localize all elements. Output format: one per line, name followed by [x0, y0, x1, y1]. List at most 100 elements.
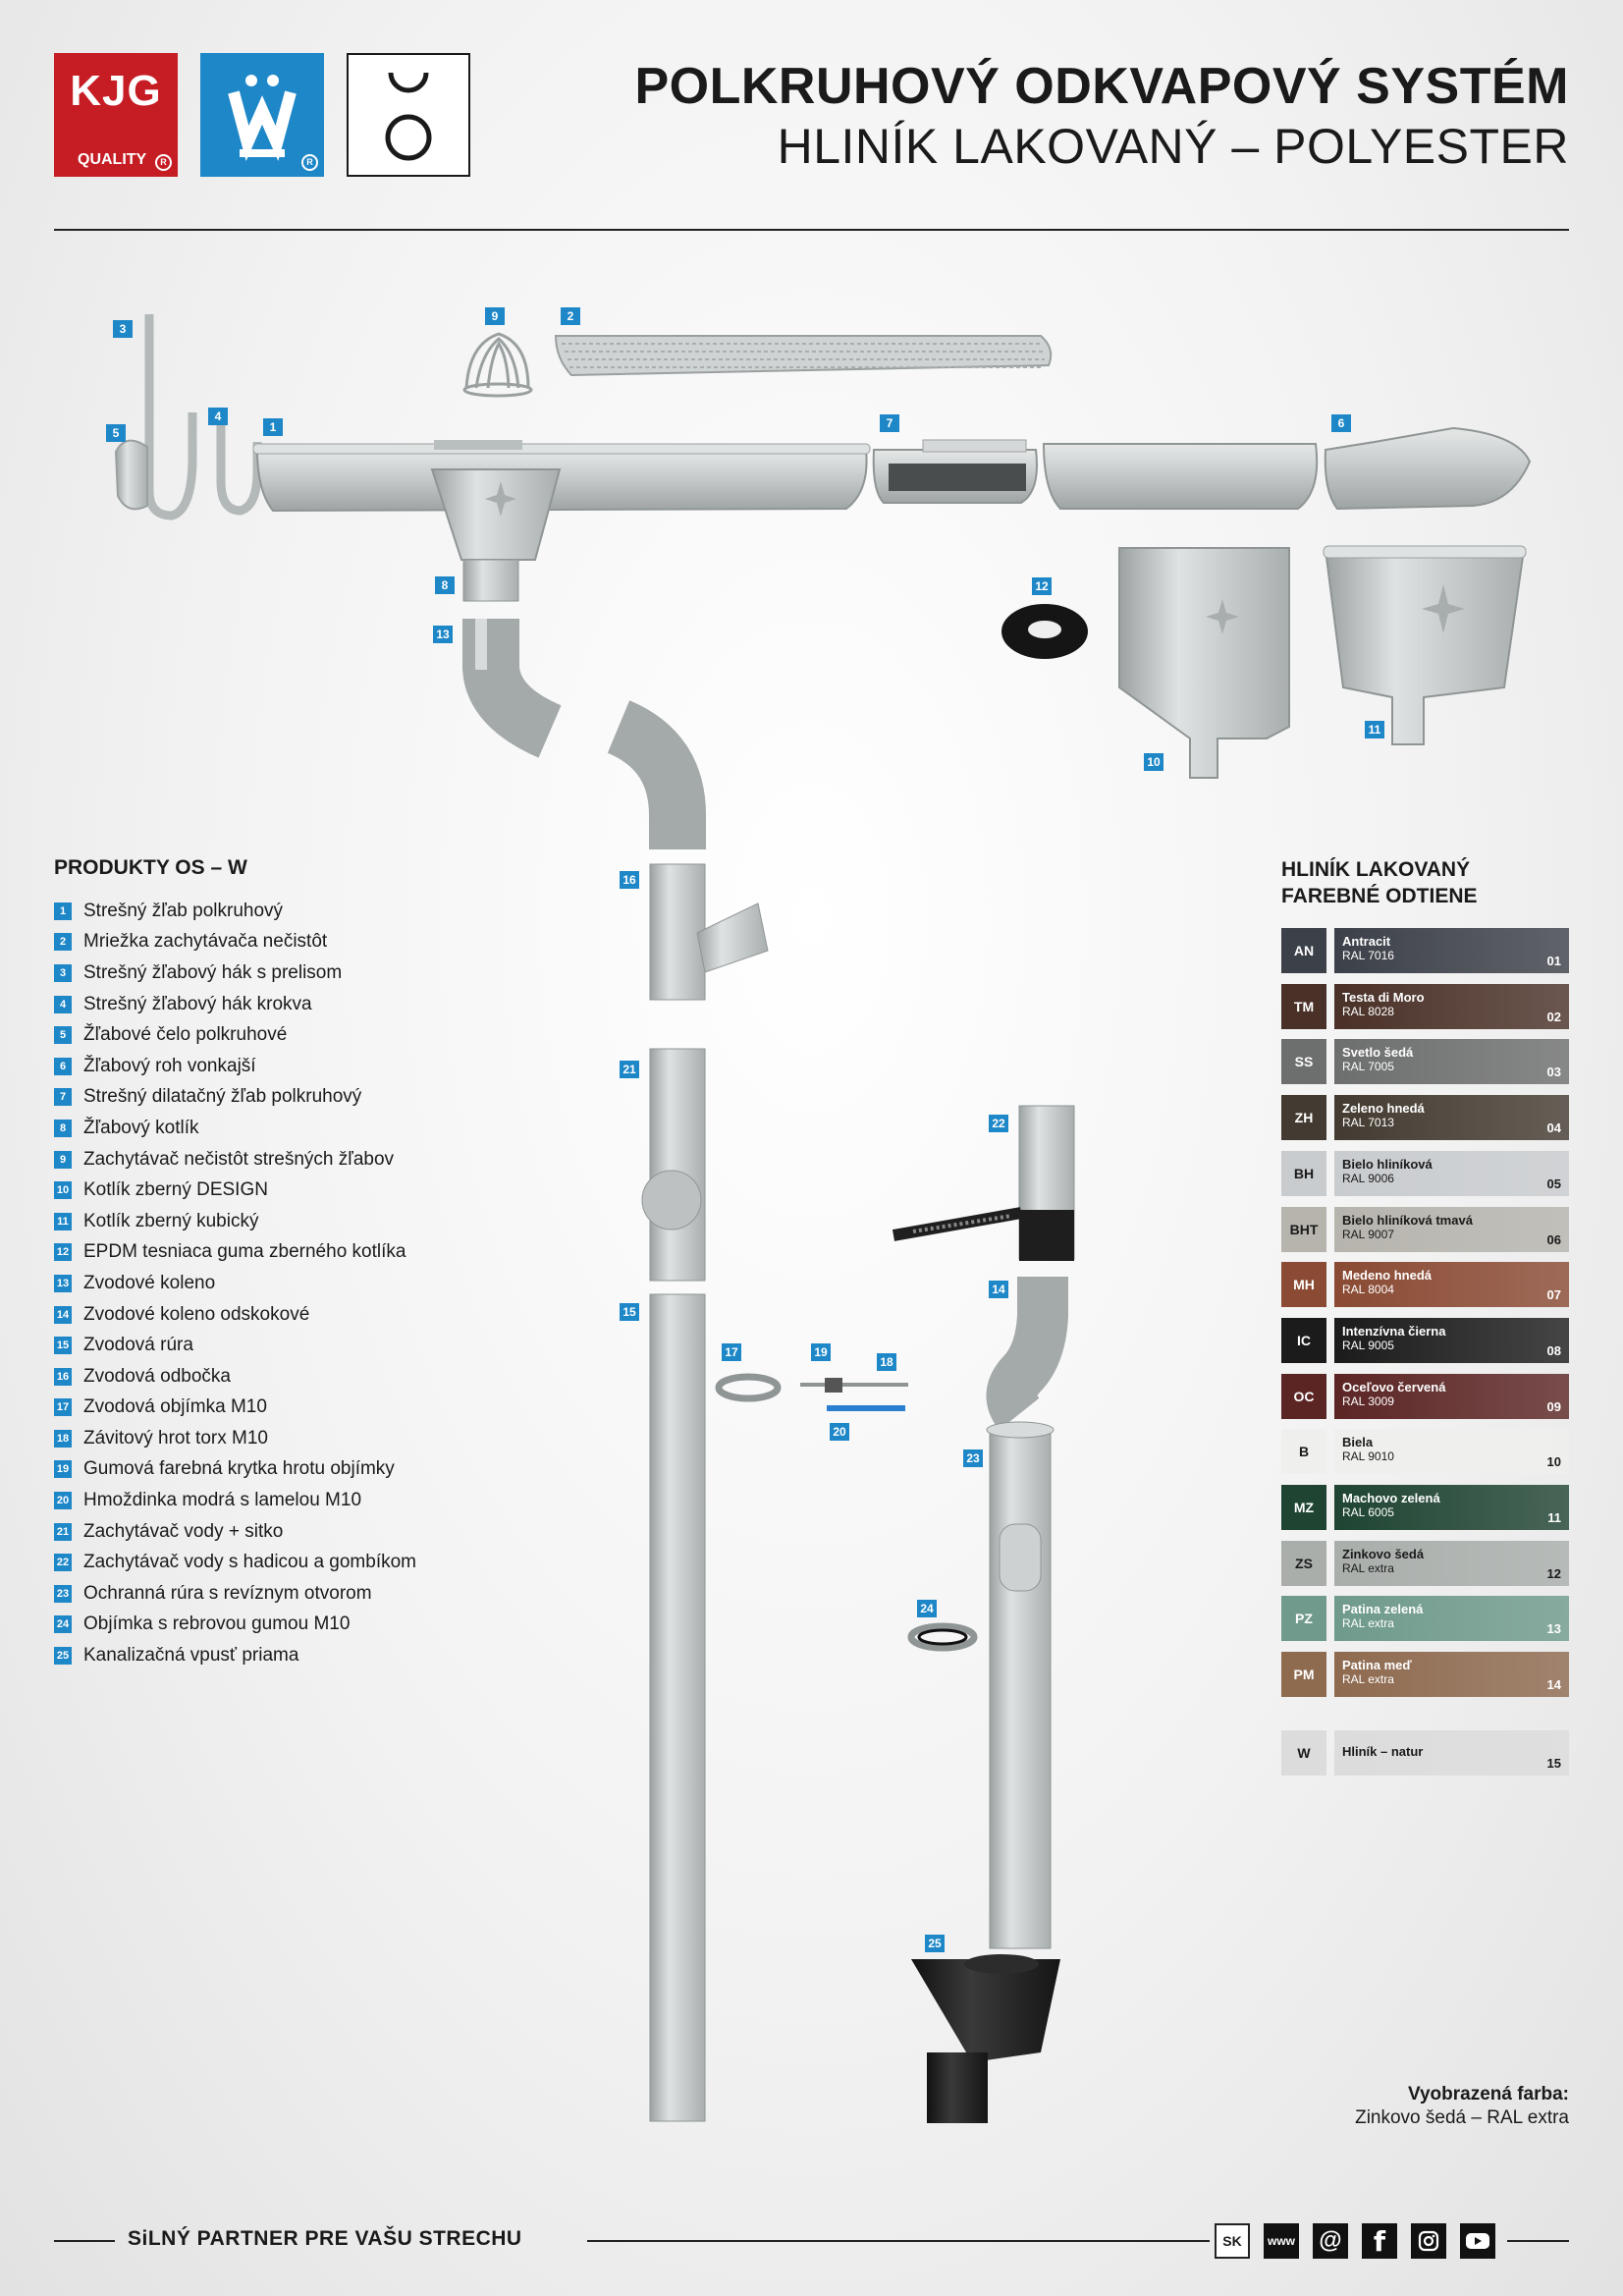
color-number: 12 — [1546, 1565, 1561, 1581]
item-label: Objímka s rebrovou gumou M10 — [83, 1613, 351, 1635]
color-code: B — [1281, 1429, 1326, 1475]
youtube-icon[interactable] — [1460, 2223, 1495, 2259]
list-item: 11 Kotlík zberný kubický — [54, 1206, 416, 1237]
w-logo-icon — [228, 75, 297, 161]
color-number: 01 — [1546, 954, 1561, 968]
callout-9: 9 — [485, 307, 505, 325]
footer-rule-middle — [587, 2240, 1210, 2242]
item-number-badge: 22 — [54, 1554, 72, 1572]
rainwater-head-cubic-illustration — [1323, 545, 1527, 745]
item-number-badge: 2 — [54, 933, 72, 952]
item-label: Kotlík zberný kubický — [83, 1210, 259, 1231]
color-code: TM — [1281, 983, 1326, 1029]
email-icon[interactable]: @ — [1313, 2223, 1348, 2259]
item-number-badge: 11 — [54, 1212, 72, 1230]
callout-8: 8 — [435, 576, 455, 594]
color-number: 03 — [1546, 1065, 1561, 1080]
facebook-icon[interactable]: f — [1362, 2223, 1397, 2259]
color-code: IC — [1281, 1317, 1326, 1363]
color-name: Oceľovo červená — [1342, 1379, 1446, 1394]
callout-18: 18 — [877, 1353, 896, 1371]
page-subtitle: HLINÍK LAKOVANÝ – POLYESTER — [777, 119, 1569, 174]
item-number-badge: 3 — [54, 963, 72, 982]
item-number-badge: 20 — [54, 1492, 72, 1510]
color-name: Patina zelená — [1342, 1602, 1424, 1617]
color-code: BHT — [1281, 1206, 1326, 1252]
rain-water-collector-illustration — [641, 1048, 706, 1282]
callout-12: 12 — [1032, 577, 1052, 595]
color-code: AN — [1281, 928, 1326, 973]
callout-19: 19 — [811, 1343, 831, 1361]
item-label: Zachytávač nečistôt strešných žľabov — [83, 1148, 395, 1170]
color-ral: RAL extra — [1342, 1672, 1394, 1687]
instagram-icon[interactable] — [1411, 2223, 1446, 2259]
callout-23: 23 — [963, 1449, 983, 1467]
color-name: Patina meď — [1342, 1658, 1412, 1673]
callout-6: 6 — [1331, 414, 1351, 432]
item-label: Strešný žľabový hák krokva — [83, 993, 312, 1014]
color-number: 09 — [1546, 1398, 1561, 1414]
item-number-badge: 1 — [54, 902, 72, 920]
color-code: ZS — [1281, 1540, 1326, 1586]
language-sk-button[interactable]: SK — [1215, 2223, 1250, 2259]
kjg-quality-logo: KJG QUALITY R — [54, 53, 178, 177]
item-label: Zvodové koleno odskokové — [83, 1303, 310, 1325]
downpipe-branch-illustration — [649, 863, 769, 1001]
youtube-glyph — [1466, 2233, 1489, 2249]
color-code: MH — [1281, 1262, 1326, 1308]
item-number-badge: 16 — [54, 1367, 72, 1386]
www-icon[interactable]: www — [1264, 2223, 1299, 2259]
item-number-badge: 6 — [54, 1057, 72, 1075]
color-code: MZ — [1281, 1485, 1326, 1530]
item-label: Kanalizačná vpusť priama — [83, 1645, 299, 1667]
color-ral: RAL 9005 — [1342, 1338, 1394, 1352]
callout-22: 22 — [989, 1115, 1008, 1132]
kjg-logo-subtext: QUALITY — [78, 151, 147, 168]
item-number-badge: 17 — [54, 1398, 72, 1417]
color-number: 08 — [1546, 1342, 1561, 1358]
item-number-badge: 23 — [54, 1584, 72, 1603]
item-number-badge: 7 — [54, 1088, 72, 1107]
color-number: 14 — [1546, 1677, 1561, 1693]
callout-16: 16 — [620, 871, 639, 889]
color-ral: RAL 9006 — [1342, 1171, 1394, 1185]
color-ral: RAL extra — [1342, 1616, 1394, 1631]
item-number-badge: 10 — [54, 1181, 72, 1200]
item-label: Žľabový kotlík — [83, 1117, 199, 1138]
footer-slogan: SiLNÝ PARTNER PRE VAŠU STRECHU — [128, 2227, 522, 2250]
callout-10: 10 — [1144, 753, 1163, 771]
downpipe-illustration — [649, 1293, 706, 2122]
item-number-badge: 9 — [54, 1150, 72, 1169]
half-round-profile-logo — [347, 53, 470, 177]
color-name: Bielo hliníková — [1342, 1156, 1433, 1172]
list-item: 24 Objímka s rebrovou gumou M10 — [54, 1610, 416, 1641]
item-label: EPDM tesniaca guma zberného kotlíka — [83, 1241, 406, 1263]
gutter-hook-illustration — [114, 314, 262, 520]
item-label: Žľabové čelo polkruhové — [83, 1024, 288, 1046]
item-number-badge: 24 — [54, 1615, 72, 1634]
item-label: Zvodová rúra — [83, 1335, 193, 1356]
color-number: 06 — [1546, 1231, 1561, 1247]
item-number-badge: 19 — [54, 1460, 72, 1479]
callout-13: 13 — [433, 626, 453, 643]
callout-15: 15 — [620, 1303, 639, 1321]
color-number: 11 — [1547, 1510, 1561, 1525]
registered-icon: R — [301, 154, 318, 171]
sewer-inlet-illustration — [911, 1954, 1060, 2123]
